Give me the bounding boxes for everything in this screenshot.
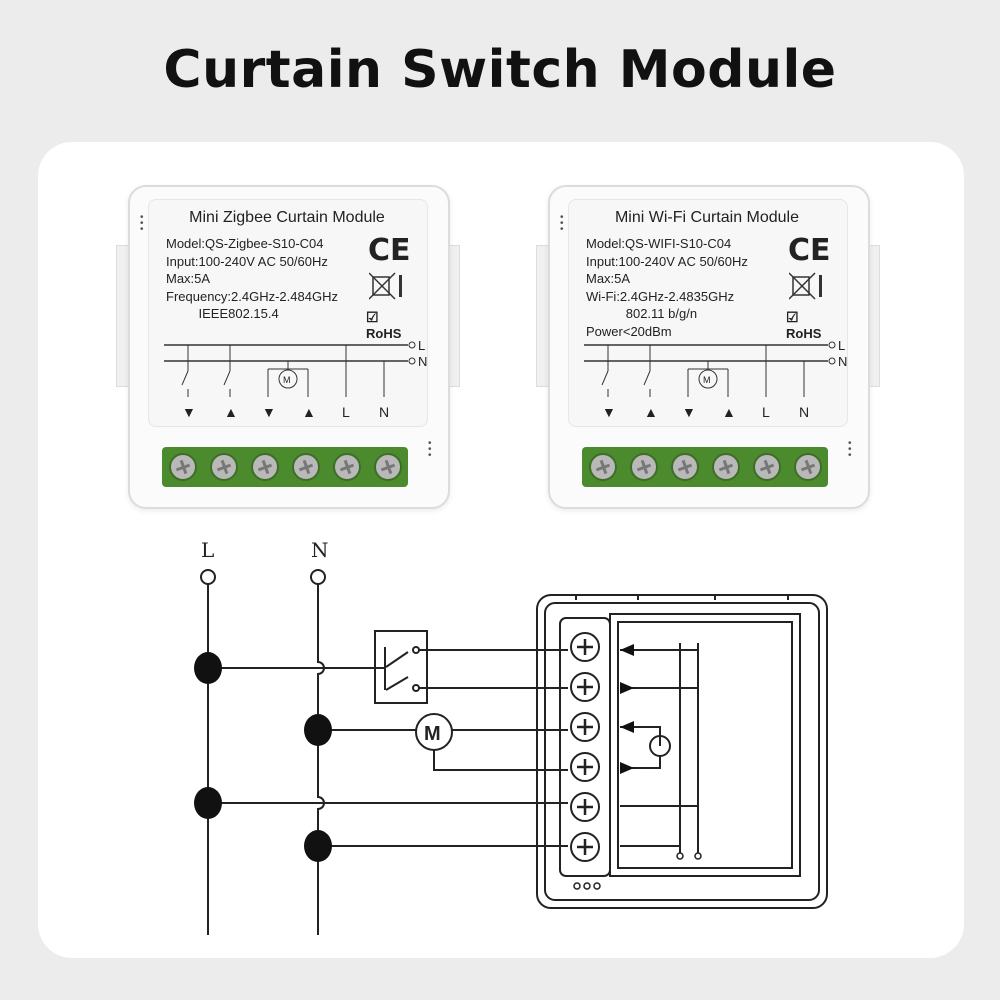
terminal-screw xyxy=(588,453,617,481)
junction-dot xyxy=(194,652,222,684)
weee-bin-icon xyxy=(369,272,402,300)
terminal-screw xyxy=(373,453,402,481)
terminal-screw xyxy=(291,453,320,481)
weee-bin-icon xyxy=(789,272,822,300)
indicator-dots: ••• xyxy=(428,438,432,461)
terminal-label: N xyxy=(799,404,809,420)
terminal-screw xyxy=(670,453,699,481)
wifi-module: ••• ••• Mini Wi-Fi Curtain Module Model:… xyxy=(536,185,880,509)
spec-line: Model:QS-WIFI-S10-C04 xyxy=(586,236,732,251)
spec-line: IEEE802.15.4 xyxy=(166,306,279,321)
terminal-label: ▲ xyxy=(722,404,736,420)
module-wiring-schematic: L N M ▼ ▲ ▼ ▲ L N xyxy=(164,338,427,420)
spec-line: Model:QS-Zigbee-S10-C04 xyxy=(166,236,324,251)
terminal-label: N xyxy=(379,404,389,420)
module-label-panel xyxy=(568,199,848,427)
module-specs: Model:QS-Zigbee-S10-C04 Input:100-240V A… xyxy=(166,235,338,323)
spec-line: Max:5A xyxy=(586,271,631,286)
terminal-screw xyxy=(711,453,740,481)
spec-line: Input:100-240V AC 50/60Hz xyxy=(166,253,328,269)
motor-label: M xyxy=(703,375,711,385)
junction-dot xyxy=(304,830,332,862)
terminal-screw xyxy=(168,453,197,481)
line-label: L xyxy=(838,338,845,353)
motor-label: M xyxy=(424,723,441,745)
zigbee-module: ••• ••• Mini Zigbee Curtain Module Model… xyxy=(116,185,460,509)
terminal-screw xyxy=(250,453,279,481)
rohs-mark: ☑RoHS xyxy=(786,309,822,341)
spec-line: Power<20dBm xyxy=(586,323,672,339)
terminal-label: ▲ xyxy=(224,404,238,420)
terminal-block xyxy=(582,447,828,487)
terminal-block xyxy=(162,447,408,487)
wiring-diagram: L N M xyxy=(194,538,828,935)
terminal-label: ▼ xyxy=(262,404,276,420)
spec-line: Wi-Fi:2.4GHz-2.4835GHz xyxy=(586,288,735,304)
ce-mark: CE xyxy=(368,233,411,268)
terminal-screw xyxy=(752,453,781,481)
terminal-screw xyxy=(209,453,238,481)
module-title: Mini Wi-Fi Curtain Module xyxy=(614,209,800,226)
live-terminal xyxy=(200,569,216,585)
terminal-screw xyxy=(793,453,822,481)
module-title: Mini Zigbee Curtain Module xyxy=(189,209,385,226)
terminal-label: ▼ xyxy=(182,404,196,420)
spec-line: Max:5A xyxy=(166,271,211,286)
rohs-mark: ☑RoHS xyxy=(366,309,402,341)
page-title: Curtain Switch Module xyxy=(163,40,837,100)
motor-label: M xyxy=(283,375,291,385)
terminal-label: ▲ xyxy=(644,404,658,420)
module-wiring-schematic: L N M ▼ ▲ ▼ ▲ L N xyxy=(584,338,847,420)
spec-line: Input:100-240V AC 50/60Hz xyxy=(586,253,748,269)
neutral-label: N xyxy=(311,538,329,562)
terminal-label: L xyxy=(762,404,770,420)
terminal-label: L xyxy=(342,404,350,420)
line-label: N xyxy=(418,354,427,369)
ce-mark: CE xyxy=(788,233,831,268)
live-label: L xyxy=(201,538,214,562)
terminal-label: ▼ xyxy=(602,404,616,420)
line-label: L xyxy=(418,338,425,353)
module-label-panel xyxy=(148,199,428,427)
junction-dot xyxy=(304,714,332,746)
terminal-screw xyxy=(332,453,361,481)
spec-line: 802.11 b/g/n xyxy=(586,306,698,321)
junction-dot xyxy=(194,787,222,819)
terminal-screw xyxy=(629,453,658,481)
spec-line: Frequency:2.4GHz-2.484GHz xyxy=(166,288,338,304)
neutral-terminal xyxy=(310,569,326,585)
module-specs: Model:QS-WIFI-S10-C04 Input:100-240V AC … xyxy=(586,235,748,340)
terminal-label: ▼ xyxy=(682,404,696,420)
terminal-label: ▲ xyxy=(302,404,316,420)
indicator-dots: ••• xyxy=(848,438,852,461)
indicator-dots: ••• xyxy=(560,212,564,235)
indicator-dots: ••• xyxy=(140,212,144,235)
line-label: N xyxy=(838,354,847,369)
